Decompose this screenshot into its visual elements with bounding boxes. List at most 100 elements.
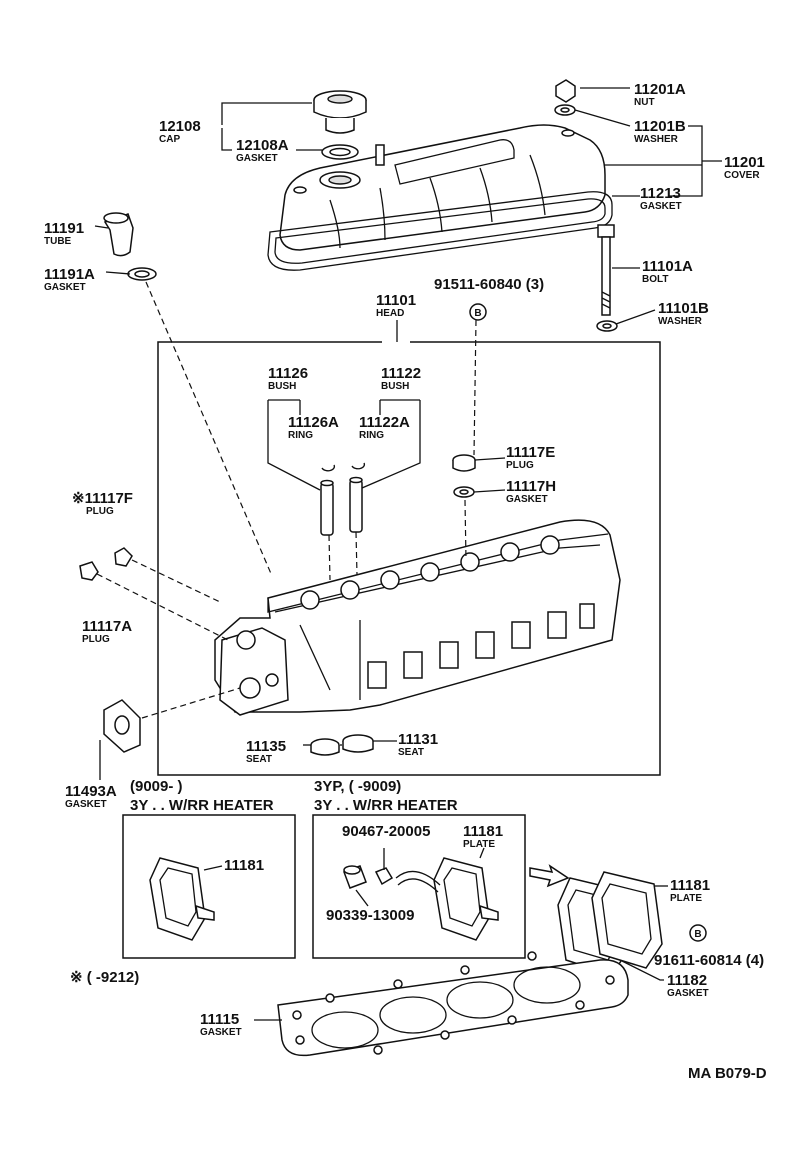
seat-11135: [310, 738, 340, 756]
plate-11181-left: [149, 857, 223, 941]
valve-cover: [279, 124, 606, 251]
leader-90339: [355, 889, 369, 907]
head-gasket: [277, 951, 629, 1057]
head-assembly-box: [157, 341, 661, 776]
label-11493a: 11493A: [65, 783, 117, 800]
label-12108-name: CAP: [159, 134, 180, 145]
bush-11126: [320, 479, 334, 536]
label-11191a-name: GASKET: [44, 282, 86, 293]
label-11122a-name: RING: [359, 430, 384, 441]
label-11101b-name: WASHER: [658, 316, 703, 327]
label-11135-name: SEAT: [246, 754, 272, 765]
label-11131: 11131: [398, 731, 438, 748]
label-11213: 11213: [640, 185, 681, 202]
ring-11122a: [351, 462, 366, 470]
label-11126: 11126: [268, 365, 308, 382]
label-11117f: ※11117F: [72, 490, 133, 507]
label-11191-name: TUBE: [44, 236, 72, 247]
pipe-mid: [395, 870, 441, 893]
label-11122-name: BUSH: [381, 381, 409, 392]
label-12108a: 12108A: [236, 137, 289, 154]
label-11131-name: SEAT: [398, 747, 424, 758]
label-11135: 11135: [246, 738, 286, 755]
plate-11181-mid: [433, 847, 499, 941]
label-11201b-name: WASHER: [634, 134, 679, 145]
plate-11181-right: [591, 871, 668, 969]
marker-b-right-label: B: [694, 929, 701, 940]
arrow-right: [529, 864, 570, 888]
gasket-11493a: [103, 699, 141, 753]
label-12108a-name: GASKET: [236, 153, 278, 164]
label-91511: 91511-60840 (3): [434, 276, 544, 293]
label-90339: 90339-13009: [326, 907, 414, 924]
oil-filler-cap: [313, 90, 367, 134]
label-11181-right: 11181: [670, 877, 710, 894]
label-11181-mid: 11181: [463, 823, 503, 840]
label-11181-right-name: PLATE: [670, 893, 702, 904]
label-11117f-name: PLUG: [86, 506, 114, 517]
label-91611: 91611-60814 (4): [654, 952, 764, 969]
label-11493a-name: GASKET: [65, 799, 107, 810]
oil-filler-gasket: [321, 144, 359, 160]
label-11201a-name: NUT: [634, 97, 655, 108]
leader-lines: [94, 87, 722, 780]
label-11201b: 11201B: [634, 118, 686, 135]
label-11117h: 11117H: [506, 478, 556, 495]
label-11117h-name: GASKET: [506, 494, 548, 505]
label-11126a: 11126A: [288, 414, 339, 431]
cover-washer: [554, 104, 576, 116]
label-11117e-name: PLUG: [506, 460, 534, 471]
label-11122a: 11122A: [359, 414, 410, 431]
reference-code: MA B079-D: [688, 1065, 767, 1082]
label-11201-name: COVER: [724, 170, 760, 181]
head-bolt-washer: [596, 320, 618, 332]
leader-11182: [619, 959, 664, 981]
caption-mid-date: 3YP, ( -9009): [314, 778, 401, 795]
caption-left-date: (9009- ): [130, 778, 183, 795]
gasket-11117h: [453, 486, 475, 498]
cover-gasket: [267, 191, 613, 271]
head-bolt: [597, 224, 615, 316]
label-11182: 11182: [667, 972, 707, 989]
ring-11126a: [321, 464, 336, 472]
label-90467: 90467-20005: [342, 823, 430, 840]
bush-11122: [349, 476, 363, 533]
caption-mid-model: 3Y . . W/RR HEATER: [314, 797, 458, 814]
label-11101: 11101: [376, 292, 416, 309]
cover-nut: [555, 79, 576, 103]
label-11201: 11201: [724, 154, 765, 171]
plug-11117e: [452, 454, 476, 472]
heater-box-mid: [312, 814, 526, 959]
hose-90339: [343, 865, 367, 889]
label-11191a: 11191A: [44, 266, 95, 283]
label-11181-left: 11181: [224, 857, 264, 874]
label-11126-name: BUSH: [268, 381, 296, 392]
caption-left-model: 3Y . . W/RR HEATER: [130, 797, 274, 814]
clip-90467: [374, 848, 394, 886]
label-11101-name: HEAD: [376, 308, 404, 319]
oil-tube-gasket: [127, 267, 157, 281]
label-11117a-name: PLUG: [82, 634, 110, 645]
label-11101b: 11101B: [658, 300, 709, 317]
footnote: ※ ( -9212): [70, 969, 139, 986]
label-11117e: 11117E: [506, 444, 555, 461]
label-11126a-name: RING: [288, 430, 313, 441]
label-11101a: 11101A: [642, 258, 693, 275]
label-11191: 11191: [44, 220, 84, 237]
label-11201a: 11201A: [634, 81, 686, 98]
oil-tube: [103, 212, 134, 257]
label-11181-mid-name: PLATE: [463, 839, 495, 850]
marker-b-top-label: B: [474, 308, 481, 319]
dashed-alignment-lines: [96, 281, 477, 719]
plug-11117f: [114, 547, 133, 567]
label-11213-name: GASKET: [640, 201, 682, 212]
seat-11131: [342, 734, 374, 753]
marker-b-right: B: [689, 924, 707, 942]
label-11115-name: GASKET: [200, 1027, 242, 1038]
plug-11117a: [79, 561, 99, 581]
label-11115: 11115: [200, 1011, 239, 1028]
heater-box-left: [122, 814, 296, 959]
label-11122: 11122: [381, 365, 421, 382]
marker-b-top: B: [469, 303, 487, 321]
